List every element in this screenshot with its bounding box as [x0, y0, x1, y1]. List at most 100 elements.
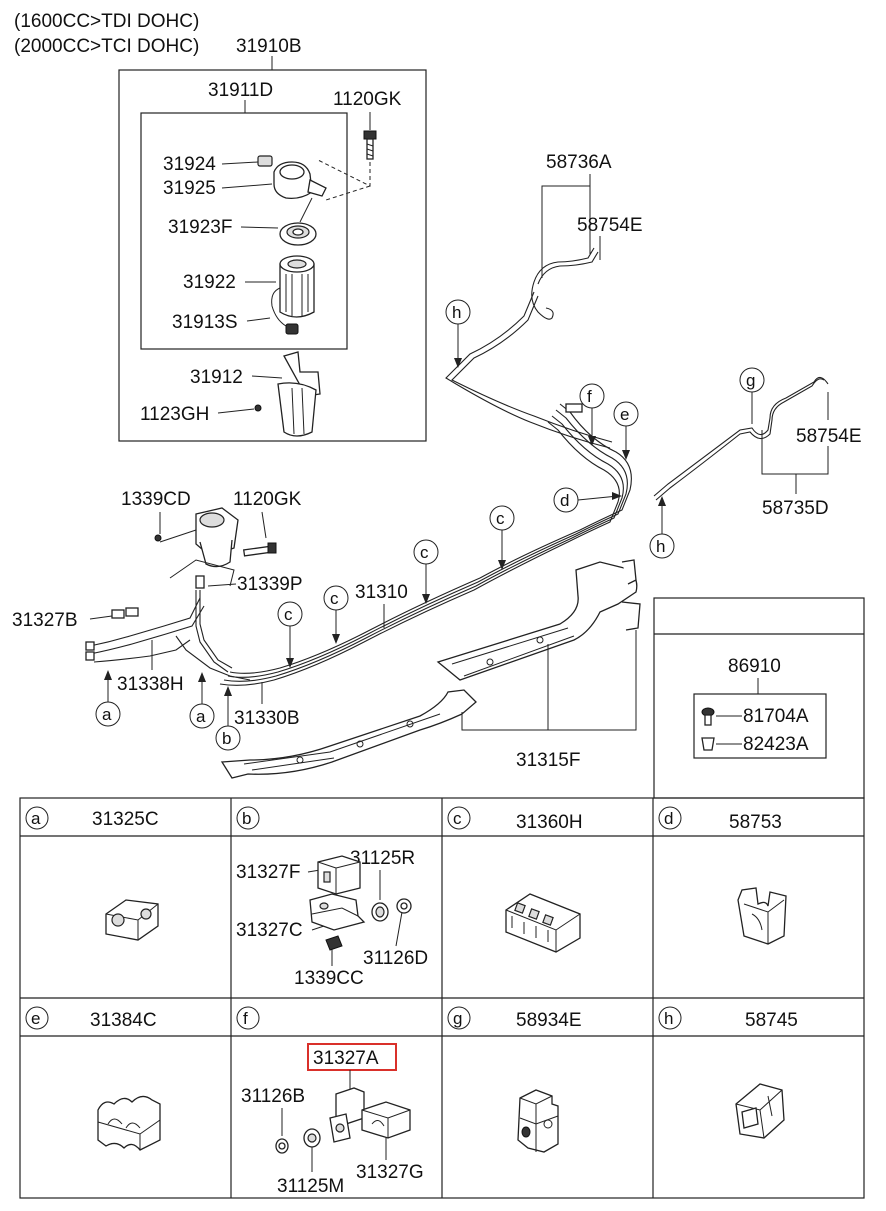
part-label-31327B[interactable]: 31327B [12, 610, 78, 631]
clip-assembly-b-drawing [309, 855, 412, 951]
part-label-31912[interactable]: 31912 [190, 367, 243, 388]
grid-part-31360H: 31360H [516, 812, 583, 833]
part-label-58735D[interactable]: 58735D [762, 498, 829, 519]
svg-text:c: c [496, 509, 505, 528]
leader-31923F [240, 226, 279, 229]
leader-1123GH [217, 408, 255, 414]
part-label-81704A[interactable]: 81704A [743, 706, 809, 727]
leader-31925 [221, 183, 273, 189]
grid-cell-d[interactable]: d 58753 [658, 806, 787, 945]
part-label-31911D[interactable]: 31911D [208, 80, 273, 101]
grid-cell-c[interactable]: c 31360H [447, 806, 583, 953]
grid-cell-f[interactable]: f 31327A 31126B 31125M 31327G [236, 1006, 424, 1197]
part-label-31310[interactable]: 31310 [355, 582, 408, 603]
grid-b-part-31327F: 31327F [236, 862, 300, 883]
part-label-58736A[interactable]: 58736A [546, 152, 612, 173]
leader-31924 [221, 161, 259, 165]
callout-h-mid: h [649, 496, 675, 559]
bolt-1120GK-top-drawing [363, 112, 377, 160]
grid-cell-b[interactable]: b 31327F 31125R 31327C 31126D 1339CC [236, 806, 428, 989]
callout-e: e [613, 401, 639, 460]
part-label-31330B[interactable]: 31330B [234, 708, 300, 729]
svg-text:c: c [330, 589, 339, 608]
leader-1120GK-mid [261, 511, 267, 539]
heater-assembly-drawing [154, 507, 277, 673]
part-label-1123GH[interactable]: 1123GH [140, 404, 209, 425]
part-label-31923F[interactable]: 31923F [168, 217, 232, 238]
part-label-31338H[interactable]: 31338H [117, 674, 184, 695]
grid-f-part-31327G: 31327G [356, 1162, 424, 1183]
part-label-1339CD[interactable]: 1339CD [121, 489, 191, 510]
callout-c-4: c [277, 601, 303, 668]
part-label-31315F[interactable]: 31315F [516, 750, 580, 771]
seal-ring-drawing [279, 197, 317, 246]
callout-c-3: c [323, 585, 349, 644]
grid-part-31325C: 31325C [92, 809, 159, 830]
grid-cell-a[interactable]: a 31325C [25, 806, 159, 941]
dashed-bolt-leader [317, 159, 371, 201]
part-label-1120GK-mid[interactable]: 1120GK [233, 489, 302, 510]
callout-c-1: c [489, 505, 515, 570]
filter-head-drawing [257, 155, 327, 200]
clip-31360H-drawing [505, 893, 581, 953]
callout-f: f [579, 383, 605, 446]
leader-31913S [246, 317, 271, 322]
grid-part-58745: 58745 [745, 1010, 798, 1031]
grid-f-part-31125M: 31125M [277, 1176, 344, 1197]
highlight-box-31327A [307, 1043, 397, 1071]
svg-text:g: g [453, 1009, 462, 1028]
part-label-31924[interactable]: 31924 [163, 154, 216, 175]
svg-text:a: a [31, 809, 41, 828]
clip-31325C-drawing [105, 899, 159, 941]
svg-text:c: c [420, 543, 429, 562]
svg-text:f: f [587, 387, 592, 406]
part-label-31339P[interactable]: 31339P [237, 574, 303, 595]
part-label-86910[interactable]: 86910 [728, 656, 781, 677]
grid-cell-h[interactable]: h 58745 [658, 1006, 798, 1139]
grid-cell-g[interactable]: g 58934E [447, 1006, 582, 1153]
filter-cartridge-drawing [271, 255, 315, 335]
part-label-58754E-top[interactable]: 58754E [577, 215, 643, 236]
screw-81704A-drawing [701, 707, 742, 726]
grid-part-58753: 58753 [729, 812, 782, 833]
callout-h-top: h [445, 299, 471, 368]
grid-b-part-31125R: 31125R [350, 848, 415, 869]
part-label-31922[interactable]: 31922 [183, 272, 236, 293]
engine-spec-line-2: (2000CC>TCI DOHC) [14, 36, 199, 57]
hardware-inner-box [693, 693, 827, 759]
part-label-58754E-right[interactable]: 58754E [796, 426, 862, 447]
part-label-1120GK-top[interactable]: 1120GK [333, 89, 402, 110]
callout-c-2: c [413, 539, 439, 604]
svg-text:h: h [664, 1009, 673, 1028]
left-hoses-drawing [85, 597, 251, 681]
svg-text:e: e [620, 405, 629, 424]
svg-text:d: d [664, 809, 673, 828]
svg-text:h: h [656, 537, 665, 556]
frame-rail-drawing [220, 559, 641, 779]
grid-cell-e[interactable]: e 31384C [25, 1006, 161, 1151]
bracket-31912-drawing [254, 351, 321, 437]
clip-31384C-drawing [97, 1095, 161, 1151]
svg-text:h: h [452, 303, 461, 322]
leader-31339P [207, 583, 237, 587]
part-label-31910B[interactable]: 31910B [236, 36, 302, 57]
svg-text:f: f [243, 1009, 248, 1028]
filter-assembly-inner-frame [140, 112, 348, 350]
parts-grid [19, 797, 865, 1199]
engine-spec-line-1: (1600CC>TDI DOHC) [14, 11, 199, 32]
upper-fuel-line-drawing [445, 247, 613, 449]
part-label-31913S[interactable]: 31913S [172, 312, 238, 333]
svg-text:e: e [31, 1009, 40, 1028]
callout-g: g [739, 367, 765, 424]
clip-assembly-f-drawing [275, 1087, 411, 1154]
part-label-31925[interactable]: 31925 [163, 178, 216, 199]
filter-assembly-outer-frame [118, 69, 427, 442]
clip-58753-drawing [737, 887, 787, 945]
part-label-82423A[interactable]: 82423A [743, 734, 809, 755]
leader-58736A [541, 174, 591, 278]
callout-a-2: a [189, 672, 215, 729]
leader-58735D [761, 392, 829, 494]
callout-d: d [553, 487, 622, 513]
right-fuel-line-drawing [653, 376, 829, 501]
